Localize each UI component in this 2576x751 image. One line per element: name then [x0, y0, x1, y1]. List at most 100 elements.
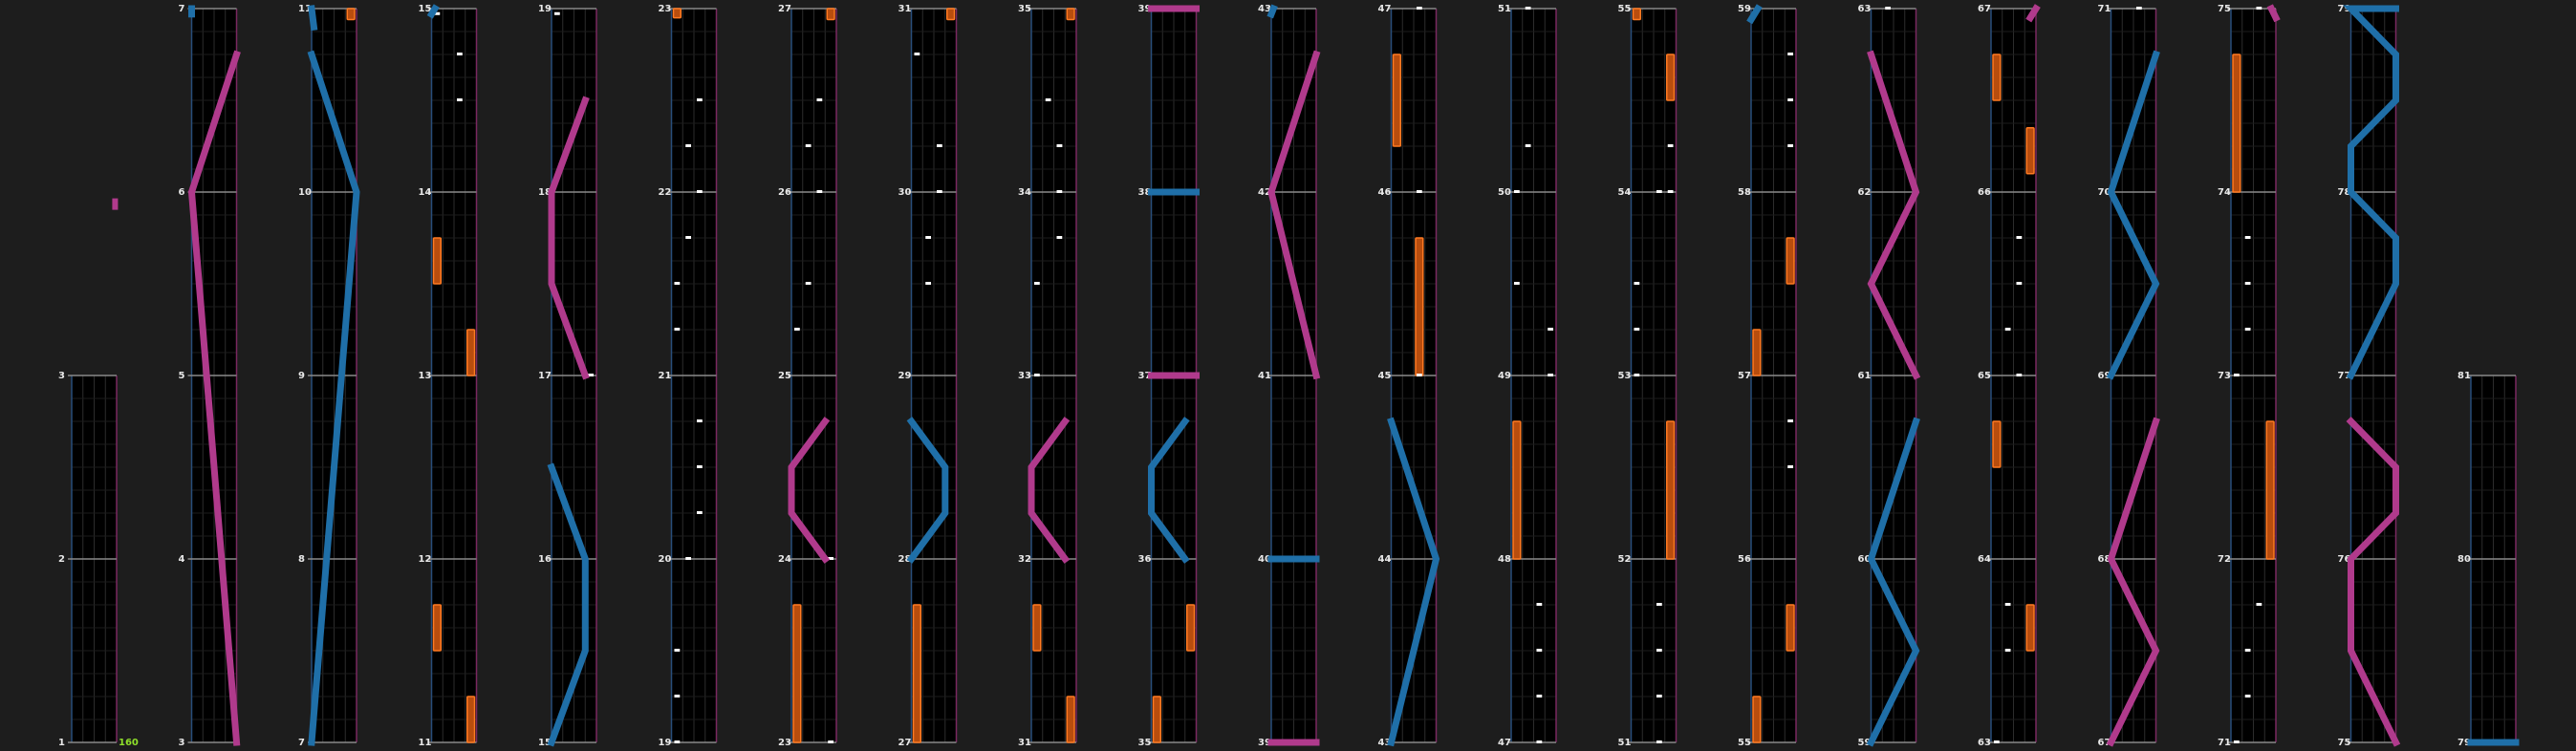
tap-note: [2016, 236, 2023, 239]
measure-number: 42: [1258, 187, 1271, 198]
tap-note: [685, 236, 691, 239]
measure-number: 35: [1018, 4, 1031, 14]
measure-number: 9: [298, 371, 305, 381]
measure-number: 10: [298, 187, 312, 198]
slide-note: [906, 417, 949, 564]
measure-number: 61: [1858, 371, 1872, 381]
tap-note: [1787, 465, 1793, 468]
measure-number: 51: [1618, 738, 1632, 748]
tap-note: [2016, 374, 2023, 376]
measure-number: 26: [778, 187, 791, 198]
tap-note: [1034, 374, 1040, 376]
tap-note: [925, 236, 931, 239]
slide-note: [788, 417, 831, 564]
tap-note: [1787, 419, 1793, 422]
hold-note: [792, 604, 802, 743]
tap-note: [2256, 603, 2262, 606]
measure-number: 79: [2338, 4, 2351, 14]
slide-note: [1148, 417, 1190, 564]
tap-note: [1417, 7, 1422, 10]
slide-note: [1746, 4, 1763, 25]
tap-note: [1656, 649, 1662, 652]
tap-note: [1514, 190, 1520, 193]
measure-number: 78: [2338, 187, 2351, 198]
bpm-label: 160: [119, 738, 139, 748]
tap-note: [2244, 236, 2251, 239]
measure-number: 16: [538, 554, 552, 565]
tap-note: [674, 695, 681, 697]
measure-number: 58: [1738, 187, 1751, 198]
tap-note: [1787, 144, 1793, 147]
measure-number: 71: [2098, 4, 2111, 14]
hold-note: [1415, 237, 1424, 376]
measure-number: 38: [1138, 187, 1152, 198]
tap-note: [1656, 740, 1662, 743]
measure-number: 5: [179, 371, 185, 381]
tap-note: [674, 282, 681, 285]
measure-number: 45: [1378, 371, 1392, 381]
measure-number: 73: [2218, 371, 2231, 381]
tap-note: [1634, 374, 1640, 376]
measure-number: 6: [179, 187, 185, 198]
measure-number: 47: [1378, 4, 1392, 14]
tap-note: [1787, 53, 1793, 55]
hold-note: [1152, 696, 1161, 743]
slide-marker: [112, 198, 119, 210]
tap-note: [1536, 695, 1543, 697]
slide-note: [2025, 4, 2041, 23]
tap-note: [1045, 98, 1051, 101]
hold-note: [1632, 8, 1641, 21]
tap-note: [816, 190, 823, 193]
tap-note: [2234, 740, 2240, 743]
hold-note: [912, 604, 921, 743]
tap-note: [697, 465, 703, 468]
measure-number: 23: [778, 738, 791, 748]
tap-note: [1536, 603, 1543, 606]
measure-number: 40: [1258, 554, 1271, 565]
measure-number: 48: [1498, 554, 1511, 565]
slide-note: [1387, 417, 1440, 747]
measure-number: 32: [1018, 554, 1031, 565]
hold-note: [432, 604, 442, 652]
measure-number: 56: [1738, 554, 1751, 565]
measure-number: 30: [898, 187, 912, 198]
hold-note: [1032, 604, 1042, 652]
tap-note: [1536, 649, 1543, 652]
tap-note: [2244, 328, 2251, 331]
measure-number: 63: [1978, 738, 1991, 748]
measure-number: 62: [1858, 187, 1872, 198]
measure-number: 24: [778, 554, 791, 565]
tap-note: [1548, 328, 1553, 331]
tap-note: [2004, 328, 2011, 331]
measure-number: 11: [419, 738, 432, 748]
measure-number: 59: [1858, 738, 1872, 748]
measure-number: 14: [419, 187, 432, 198]
measure-number: 63: [1858, 4, 1872, 14]
tap-note: [1634, 328, 1640, 331]
tap-note: [685, 557, 691, 560]
measure-number: 2: [58, 554, 65, 565]
measure-number: 39: [1138, 4, 1152, 14]
measure-number: 74: [2218, 187, 2231, 198]
tap-note: [1417, 190, 1422, 193]
tap-note: [1034, 282, 1040, 285]
measure-number: 81: [2457, 371, 2471, 381]
measure-number: 21: [659, 371, 672, 381]
measure-number: 57: [1738, 371, 1751, 381]
measure-number: 44: [1378, 554, 1392, 565]
measure-number: 75: [2338, 738, 2351, 748]
tap-note: [794, 328, 800, 331]
tap-note: [1056, 190, 1063, 193]
slide-note: [2106, 417, 2160, 747]
measure-number: 67: [1978, 4, 1991, 14]
slide-note: [308, 5, 318, 32]
tap-note: [674, 328, 681, 331]
